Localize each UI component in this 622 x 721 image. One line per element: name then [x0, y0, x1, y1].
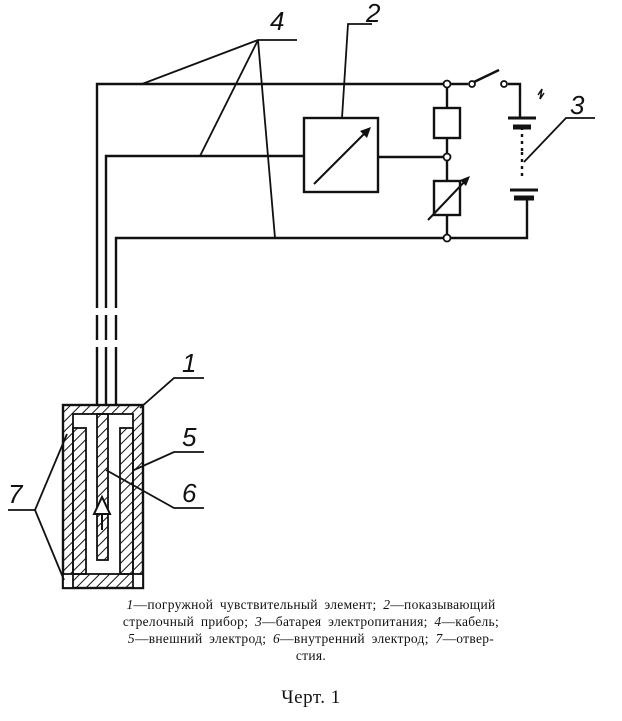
label-outer-electrode: 5	[182, 422, 197, 452]
legend-line: стия.	[0, 647, 622, 664]
legend-text: стия.	[295, 648, 327, 663]
leader-5	[133, 451, 204, 471]
legend-text: —внешний электрод;	[134, 631, 274, 646]
cable-wire-middle	[104, 154, 306, 407]
legend-line: 5—внешний электрод; 6—внутренний электро…	[0, 630, 622, 647]
leader-4	[257, 39, 276, 239]
leader-4	[141, 39, 297, 85]
leader-4	[199, 39, 259, 157]
leader-7	[34, 509, 65, 581]
legend: 1—погружной чувствительный элемент; 2—по…	[0, 596, 622, 664]
label-immersion-element: 1	[182, 348, 196, 378]
resistor-branch	[427, 84, 470, 238]
leader-1	[139, 377, 204, 409]
legend-text: —кабель;	[441, 614, 500, 629]
label-holes: 7	[8, 479, 24, 509]
leader-3	[523, 117, 595, 163]
legend-text: —внутренний электрод;	[280, 631, 436, 646]
cable-wire-bottom	[114, 203, 529, 407]
immersion-element	[61, 403, 145, 590]
junction-node	[442, 152, 452, 162]
legend-number: 2	[383, 597, 391, 612]
leader-6	[105, 469, 204, 509]
label-inner-electrode: 6	[182, 478, 197, 508]
legend-number: 7	[435, 631, 443, 646]
legend-text: —погружной чувствительный элемент;	[133, 597, 384, 612]
leader-2	[341, 23, 372, 119]
diagram: 4 2 3 1 5 6 7	[8, 0, 595, 590]
legend-number: 6	[273, 631, 281, 646]
legend-text: —батарея электропитания;	[262, 614, 435, 629]
label-cable: 4	[270, 6, 284, 36]
cable-wire-top	[95, 82, 522, 407]
diagram-canvas: 4 2 3 1 5 6 7	[8, 0, 595, 590]
legend-number: 5	[127, 631, 135, 646]
legend-number: 1	[126, 597, 134, 612]
indicating-instrument	[302, 116, 447, 194]
legend-text: —показывающий	[390, 597, 496, 612]
legend-line: стрелочный прибор; 3—батарея электропита…	[0, 613, 622, 630]
label-indicating-instrument: 2	[365, 0, 381, 28]
label-battery: 3	[570, 90, 585, 120]
junction-node	[442, 79, 452, 89]
figure-caption: Черт. 1	[281, 687, 341, 708]
legend-text: стрелочный прибор;	[122, 614, 255, 629]
legend-number: 3	[254, 614, 262, 629]
switch	[468, 68, 508, 90]
legend-text: —отвер-	[442, 631, 495, 646]
battery	[508, 88, 545, 205]
legend-line: 1—погружной чувствительный элемент; 2—по…	[0, 596, 622, 613]
legend-number: 4	[434, 614, 442, 629]
junction-node	[442, 233, 452, 243]
